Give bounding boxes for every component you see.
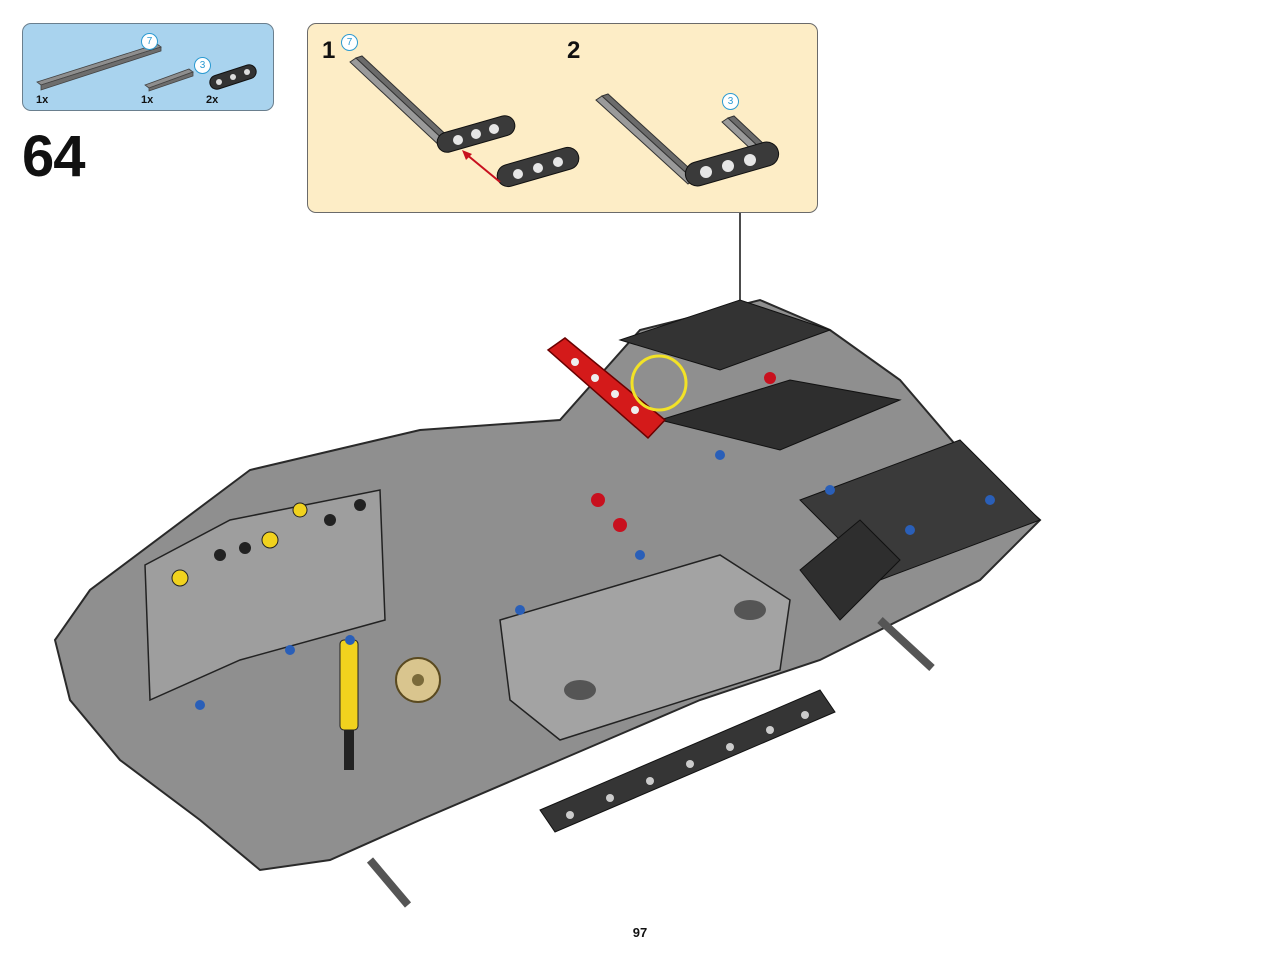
page-number: 97 — [632, 925, 648, 940]
callout-length-3: 3 — [194, 57, 211, 74]
substep-1-callout: 7 — [341, 34, 358, 51]
gear — [395, 657, 441, 703]
qty-axle-3: 1x — [141, 94, 154, 106]
axle-7-part — [36, 43, 162, 91]
body-panel — [499, 554, 791, 741]
red-pins — [591, 372, 776, 532]
bottom-beam — [539, 689, 836, 833]
blue-pins — [195, 450, 995, 710]
red-beam — [546, 337, 667, 440]
substep-1-beam-lower — [496, 146, 580, 188]
substep-2-callout: 3 — [722, 93, 739, 110]
substep-2-number: 2 — [567, 37, 581, 64]
axle-3-part — [144, 68, 194, 92]
substep-2-beam — [684, 141, 780, 187]
qty-beam: 2x — [206, 94, 219, 106]
insert-arrow — [462, 150, 501, 183]
substep-2-axle-short — [721, 115, 767, 153]
substep-box: 1 7 2 3 — [307, 23, 818, 213]
substep-1-number: 1 — [322, 37, 336, 64]
parts-list-box: 7 3 1x 1x 2x — [22, 23, 274, 111]
substep-1-beam-upper — [436, 115, 516, 153]
step-number: 64 — [22, 124, 86, 189]
qty-axle-7: 1x — [36, 94, 49, 106]
beam-part — [209, 64, 257, 90]
highlight-circle — [630, 354, 688, 412]
parts-list-illustration — [36, 43, 257, 92]
upper-frame-beams — [618, 299, 1041, 621]
callout-length-7: 7 — [141, 33, 158, 50]
substep-illustration — [349, 55, 780, 188]
front-axle — [366, 857, 412, 908]
engine-block — [144, 489, 386, 702]
rear-axle — [877, 617, 935, 671]
